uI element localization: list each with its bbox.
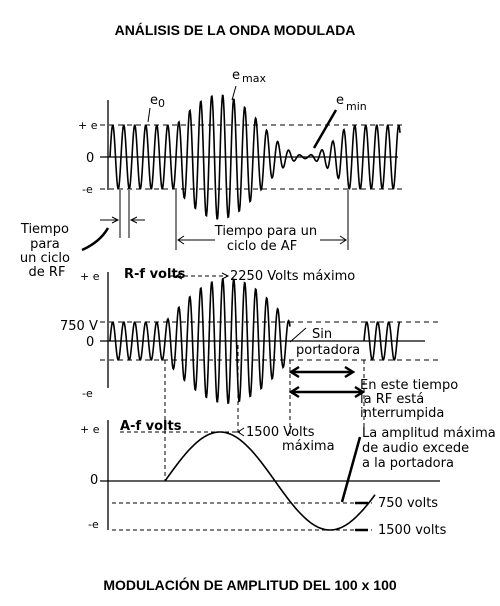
rf-peak-arrowhead-left xyxy=(174,272,183,280)
af-zero-label: 0 xyxy=(90,473,98,488)
top-minus-e-label: -e xyxy=(82,183,93,196)
rf-arrowhead-right xyxy=(129,216,138,224)
rf-peak-arrowhead-right xyxy=(221,272,230,280)
af-sine-wave xyxy=(164,431,376,531)
rf-cycle-text: Tiempo para un ciclo de RF xyxy=(20,222,74,280)
rf-plus-e-label: + e xyxy=(80,270,100,283)
excess-pointer xyxy=(340,436,362,503)
excess-label: La amplitud máxima de audio excede a la … xyxy=(362,426,500,471)
interrupted-label: En este tiempo la RF está interrumpida xyxy=(360,378,462,421)
diagram-title: ANÁLISIS DE LA ONDA MODULADA xyxy=(114,22,356,38)
af-waveform-panel: + e A-f volts 1500 Volts máxima 0 -e La … xyxy=(80,345,500,538)
rf-zero-label: 0 xyxy=(86,335,94,350)
rf-peak-label: 2250 Volts máximo xyxy=(230,269,355,284)
rf-modulated-wave xyxy=(109,278,291,405)
af-arrowhead-left xyxy=(177,235,185,245)
af-arrowhead-right xyxy=(339,235,347,245)
rf-restored-carrier xyxy=(363,321,401,361)
e0-label: e0 xyxy=(150,93,165,110)
rf-waveform-panel: + e R-f volts 2250 Volts máximo 750 V 0 … xyxy=(60,267,462,435)
emax-pointer xyxy=(231,85,237,101)
rf-carrier-label: 750 V xyxy=(60,319,98,334)
af-plus-e-label: + e xyxy=(80,423,100,436)
emin-pointer xyxy=(312,109,338,149)
rf-cycle-leader xyxy=(81,227,110,252)
top-zero-label: 0 xyxy=(86,151,94,166)
diagram-caption: MODULACIÓN DE AMPLITUD DEL 100 x 100 xyxy=(103,577,397,593)
rf-arrowhead-left xyxy=(111,216,120,224)
af-cycle-text: Tiempo para un ciclo de AF xyxy=(214,224,321,254)
level-1500-label: 1500 volts xyxy=(378,523,447,538)
af-peak-arrowhead xyxy=(237,427,245,437)
no-carrier-label: Sin portadora xyxy=(296,327,360,358)
af-peak-label: 1500 Volts máxima xyxy=(246,425,335,454)
e0-pointer xyxy=(147,107,151,123)
level-750-label: 750 volts xyxy=(378,496,438,511)
no-carrier-pointer xyxy=(289,327,307,343)
top-modulated-wave xyxy=(109,94,401,220)
top-plus-e-label: + e xyxy=(78,119,98,132)
rf-series-label: R-f volts xyxy=(124,267,186,282)
af-series-label: A-f volts xyxy=(120,419,182,434)
rf-minus-e-label: -e xyxy=(82,387,93,400)
af-minus-e-label: -e xyxy=(88,518,99,531)
